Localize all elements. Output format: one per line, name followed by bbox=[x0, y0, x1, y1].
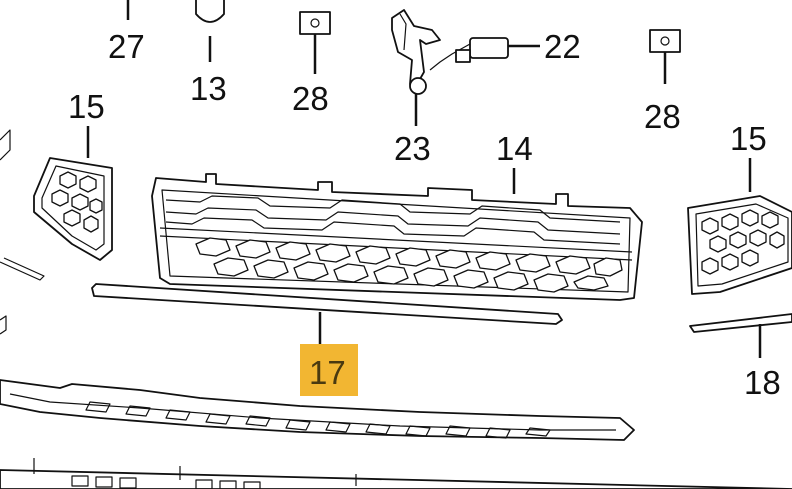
part-13-callout[interactable]: 13 bbox=[190, 0, 227, 107]
part-17-label[interactable]: 17 bbox=[309, 354, 346, 391]
left-insert-mesh bbox=[51, 171, 103, 233]
part-17-strip-shape bbox=[91, 283, 563, 325]
bottom-bracket-slots bbox=[71, 475, 261, 489]
main-grille-upper-slats bbox=[165, 195, 621, 245]
part-15-right-callout[interactable]: 15 bbox=[730, 120, 767, 192]
part-18-label[interactable]: 18 bbox=[744, 364, 781, 401]
part-18-callout[interactable]: 18 bbox=[689, 313, 792, 401]
left-grille-insert bbox=[0, 129, 113, 335]
part-28-left-hole bbox=[310, 18, 320, 28]
lower-spoiler-body bbox=[0, 379, 635, 441]
left-edge-fragment bbox=[0, 129, 11, 161]
part-22-callout[interactable]: 22 bbox=[508, 28, 581, 65]
lower-spoiler-ridge bbox=[9, 393, 616, 431]
part-28-right-label[interactable]: 28 bbox=[644, 98, 681, 135]
part-13-clip-shape bbox=[195, 0, 225, 23]
main-grille-divider bbox=[159, 227, 633, 253]
main-grille bbox=[151, 173, 643, 301]
bottom-bracket-row bbox=[0, 458, 792, 489]
part-28-right-callout[interactable]: 28 bbox=[644, 29, 681, 135]
lower-bumper-spoiler bbox=[0, 379, 635, 441]
part-15-right-label[interactable]: 15 bbox=[730, 120, 767, 157]
part-28-left-nut-shape bbox=[299, 11, 331, 35]
left-insert-inner bbox=[41, 165, 105, 251]
right-insert-inner bbox=[695, 203, 789, 287]
main-grille-divider-2 bbox=[159, 235, 633, 261]
part-17-callout[interactable]: 17 bbox=[91, 283, 563, 396]
part-14-callout[interactable]: 14 bbox=[496, 130, 533, 194]
bracket-fold bbox=[399, 13, 407, 51]
main-grille-honeycomb bbox=[195, 237, 623, 293]
part-28-left-callout[interactable]: 28 bbox=[292, 11, 331, 117]
part-27-callout[interactable]: 27 bbox=[108, 0, 145, 65]
part-28-right-hole bbox=[660, 36, 670, 46]
part-17-highlight-box[interactable] bbox=[300, 344, 358, 396]
right-grille-insert bbox=[687, 195, 792, 295]
part-28-left-label[interactable]: 28 bbox=[292, 80, 329, 117]
main-grille-inner bbox=[161, 189, 631, 293]
part-22-label[interactable]: 22 bbox=[544, 28, 581, 65]
part-23-label[interactable]: 23 bbox=[394, 130, 431, 167]
left-trim-strip bbox=[0, 257, 45, 281]
sensor-wire bbox=[429, 43, 471, 71]
part-15-left-callout[interactable]: 15 bbox=[68, 88, 105, 158]
part-22-23-bracket-group bbox=[391, 9, 509, 95]
part-15-left-label[interactable]: 15 bbox=[68, 88, 105, 125]
part-14-label[interactable]: 14 bbox=[496, 130, 533, 167]
bottom-bracket-edge bbox=[0, 469, 792, 489]
bracket-grommet bbox=[409, 77, 427, 95]
part-23-callout[interactable]: 23 bbox=[394, 94, 431, 167]
part-28-right-nut-shape bbox=[649, 29, 681, 53]
part-27-label[interactable]: 27 bbox=[108, 28, 145, 65]
part-13-label[interactable]: 13 bbox=[190, 70, 227, 107]
sensor-connector bbox=[455, 49, 471, 63]
lower-spoiler-vents bbox=[85, 401, 551, 439]
bracket-shape bbox=[391, 9, 441, 87]
part-18-strip-shape bbox=[689, 313, 792, 333]
left-edge-fragment-2 bbox=[0, 315, 7, 335]
right-insert-mesh bbox=[701, 209, 785, 275]
sensor-body-shape bbox=[469, 37, 509, 59]
